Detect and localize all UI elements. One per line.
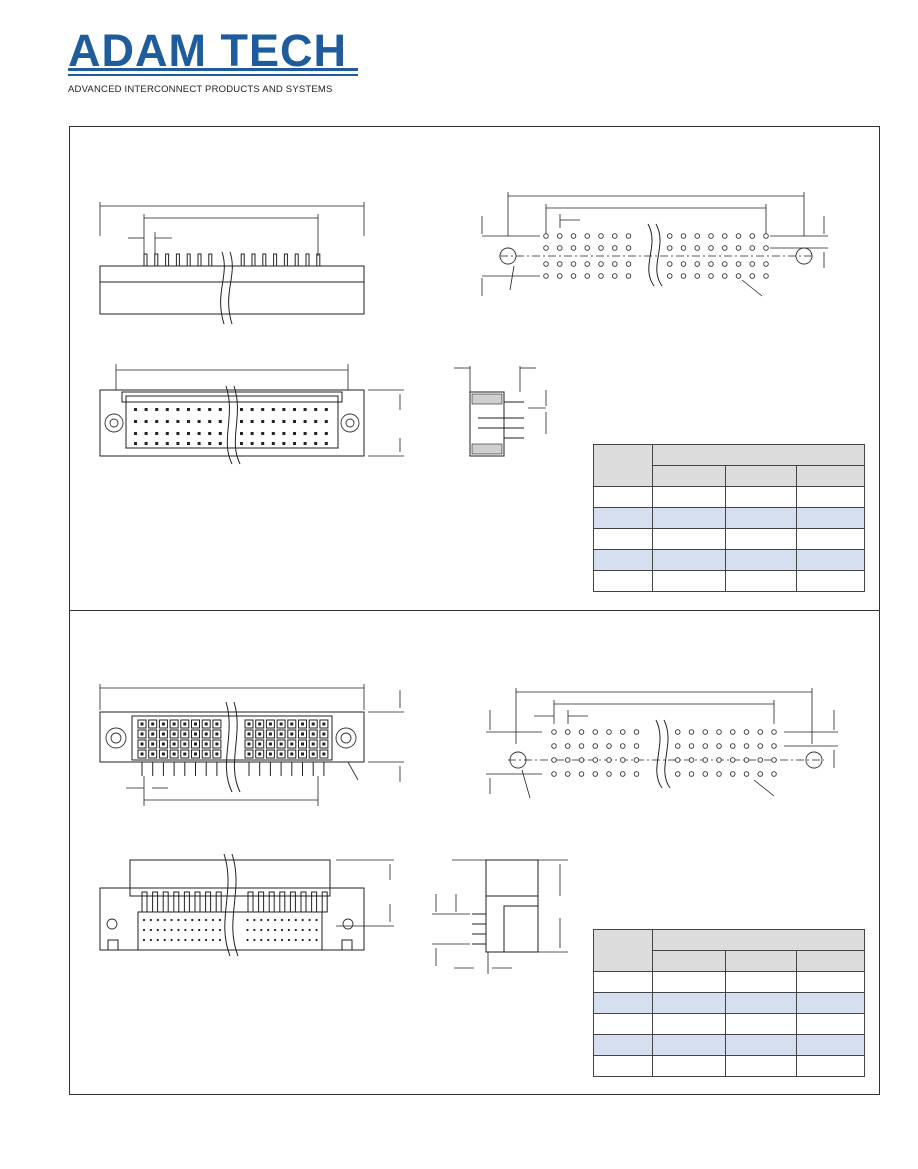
table-row: [593, 971, 865, 993]
table-header-cell: [593, 444, 653, 487]
table-row: [593, 1034, 865, 1056]
table-subheader-cell: [652, 950, 726, 972]
table-row: [593, 992, 865, 1014]
pcb-layout-drawing: [481, 192, 828, 297]
table-subheader-cell: [796, 465, 865, 487]
profile-view-drawing: [454, 366, 547, 457]
table-subheader-cell: [725, 950, 797, 972]
table-row: [593, 570, 865, 592]
table-row: [593, 528, 865, 550]
table-subheader-cell: [725, 465, 797, 487]
section-top-frame: [69, 126, 880, 611]
brand-logo: ADAM TECH ADVANCED INTERCONNECT PRODUCTS…: [66, 28, 366, 98]
brand-tagline: ADVANCED INTERCONNECT PRODUCTS AND SYSTE…: [68, 84, 333, 95]
logo-rule: [68, 68, 358, 71]
table-header-cell: [652, 929, 865, 951]
rear-view-drawing: [99, 853, 394, 957]
section-bottom-frame: [69, 609, 880, 1095]
front-view-drawing: [99, 364, 404, 465]
logo-rule-thin: [68, 74, 358, 76]
table-row: [593, 549, 865, 571]
table-subheader-cell: [652, 465, 726, 487]
spec-table-top: [593, 444, 865, 592]
table-header-cell: [593, 929, 653, 972]
front-view-drawing-2: [99, 684, 404, 806]
table-row: [593, 1055, 865, 1077]
side-view-drawing: [99, 202, 365, 325]
table-row: [593, 486, 865, 508]
profile-view-drawing-2: [432, 859, 568, 974]
table-row: [593, 1013, 865, 1035]
spec-table-bottom: [593, 929, 865, 1077]
brand-name: ADAM TECH: [68, 25, 347, 76]
table-row: [593, 507, 865, 529]
table-subheader-cell: [796, 950, 865, 972]
table-header-cell: [652, 444, 865, 466]
pcb-layout-drawing-2: [486, 688, 838, 799]
